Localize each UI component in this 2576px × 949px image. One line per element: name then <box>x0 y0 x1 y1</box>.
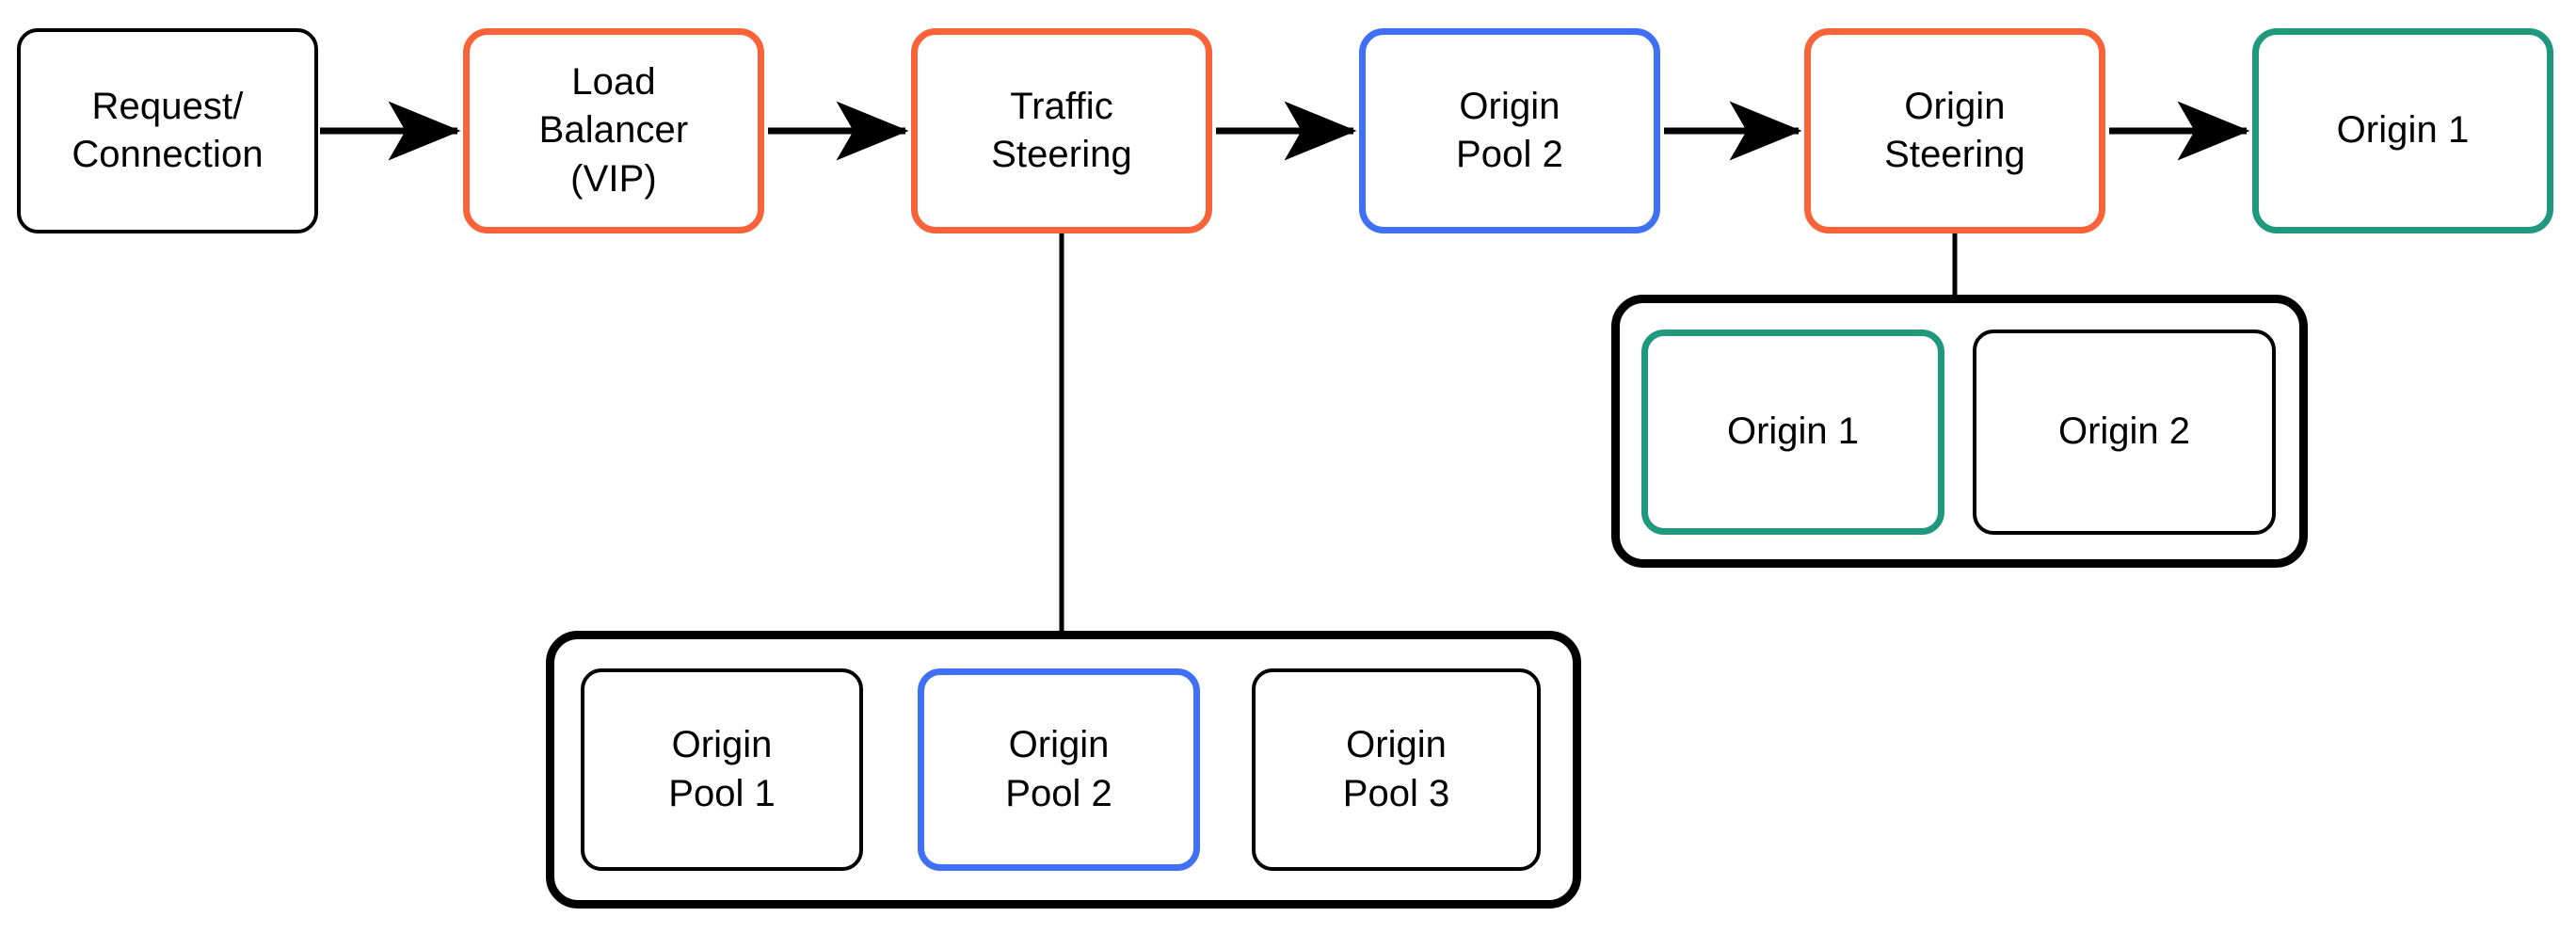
node-request-connection[interactable]: Request/ Connection <box>17 28 318 233</box>
origin-2-item-label: Origin 2 <box>2057 410 2191 453</box>
origin-pool-3-item[interactable]: Origin Pool 3 <box>1252 668 1541 871</box>
origin-pool-1-item-label: Origin Pool 1 <box>668 724 776 814</box>
node-origin-1-result-label: Origin 1 <box>2336 109 2470 152</box>
origin-pool-3-item-label: Origin Pool 3 <box>1342 724 1450 814</box>
node-origin-steering-label: Origin Steering <box>1884 85 2025 175</box>
node-origin-1-result[interactable]: Origin 1 <box>2252 28 2553 233</box>
origin-pool-2-item-label: Origin Pool 2 <box>1005 724 1112 814</box>
node-origin-pool-2-label: Origin Pool 2 <box>1455 85 1564 175</box>
origin-pool-2-item[interactable]: Origin Pool 2 <box>918 668 1200 871</box>
origin-2-item[interactable]: Origin 2 <box>1973 330 2276 535</box>
origin-pool-1-item[interactable]: Origin Pool 1 <box>581 668 863 871</box>
origin-1-item-label: Origin 1 <box>1726 410 1860 453</box>
node-traffic-steering[interactable]: Traffic Steering <box>911 28 1212 233</box>
node-load-balancer-label: Load Balancer (VIP) <box>538 61 689 200</box>
origin-1-item[interactable]: Origin 1 <box>1641 330 1944 535</box>
node-origin-steering[interactable]: Origin Steering <box>1804 28 2105 233</box>
node-request-connection-label: Request/ Connection <box>72 85 264 175</box>
node-load-balancer[interactable]: Load Balancer (VIP) <box>463 28 764 233</box>
node-origin-pool-2[interactable]: Origin Pool 2 <box>1359 28 1660 233</box>
node-traffic-steering-label: Traffic Steering <box>991 85 1132 175</box>
